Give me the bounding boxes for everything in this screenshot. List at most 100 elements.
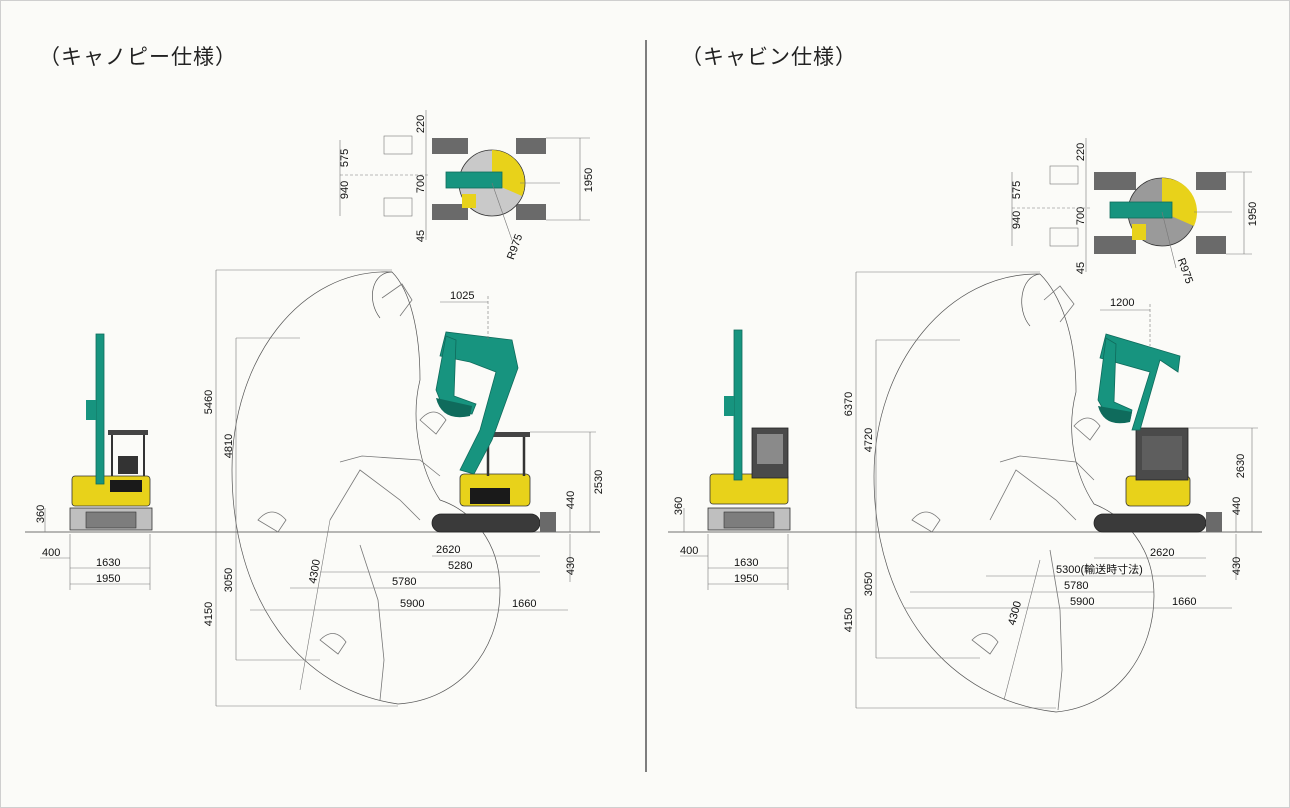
canopy-ghost-arm-low xyxy=(329,469,421,521)
cabin-side-4300: 4300 xyxy=(1006,600,1024,627)
canopy-front-seat xyxy=(118,456,138,474)
cabin-side-2630: 2630 xyxy=(1235,454,1247,478)
canopy-side-3050: 3050 xyxy=(223,568,235,592)
canopy-side-5780: 5780 xyxy=(392,576,416,588)
canopy-side-1660: 1660 xyxy=(512,598,536,610)
canopy-front-1630: 1630 xyxy=(96,557,120,569)
canopy-front-boom xyxy=(95,333,105,485)
canopy-side-1025: 1025 xyxy=(450,290,474,302)
canopy-top-track-bl xyxy=(432,204,468,220)
canopy-side-5280: 5280 xyxy=(448,560,472,572)
canopy-top-bucket-upper xyxy=(383,135,413,155)
canopy-title: （キャノピー仕様） xyxy=(39,45,237,69)
cabin-front-400: 400 xyxy=(680,545,698,557)
cabin-top-575: 575 xyxy=(1011,181,1023,199)
canopy-front-grille xyxy=(110,480,142,492)
canopy-front-360: 360 xyxy=(35,505,47,523)
canopy-side-430: 430 xyxy=(565,557,577,575)
cabin-front-boom xyxy=(733,329,743,481)
cabin-top-bucket-upper xyxy=(1049,165,1079,185)
canopy-top-step xyxy=(462,194,476,208)
cabin-top-220: 220 xyxy=(1075,143,1087,161)
canopy-side-2530: 2530 xyxy=(593,470,605,494)
canopy-side-roof xyxy=(482,432,530,437)
cabin-front-360: 360 xyxy=(673,497,685,515)
cabin-side-2620: 2620 xyxy=(1150,547,1174,559)
canopy-top-boom xyxy=(445,171,503,189)
cabin-top-view: 220 575 940 700 45 1950 R975 xyxy=(1011,138,1259,285)
cabin-working-envelope xyxy=(873,273,1155,713)
canopy-top-575: 575 xyxy=(339,149,351,167)
cabin-front-1630: 1630 xyxy=(734,557,758,569)
cabin-top-940: 940 xyxy=(1011,211,1023,229)
canopy-top-bucket-lower xyxy=(383,197,413,217)
canopy-side-engine xyxy=(470,488,510,504)
canopy-front-view: 360 400 1630 1950 xyxy=(35,333,153,590)
cabin-front-body xyxy=(709,473,789,505)
canopy-side-view: 5460 4150 4810 3050 1025 2530 440 430 26… xyxy=(203,269,605,707)
canopy-working-envelope xyxy=(231,271,501,705)
cabin-top-track-tl xyxy=(1094,172,1136,190)
cabin-side-4720: 4720 xyxy=(863,428,875,452)
cabin-side-view: 6370 4150 4720 3050 1200 2630 440 430 26… xyxy=(843,271,1258,713)
canopy-front-cylinder xyxy=(86,400,96,420)
canopy-side-bucket xyxy=(436,398,472,418)
cabin-panel: 360 400 1630 1950 220 575 940 xyxy=(668,138,1262,713)
cabin-top-1950: 1950 xyxy=(1247,202,1259,226)
cabin-side-track xyxy=(1093,513,1207,533)
canopy-side-4150: 4150 xyxy=(203,602,215,626)
cabin-side-6370: 6370 xyxy=(843,392,855,416)
canopy-top-track-br xyxy=(516,204,546,220)
canopy-top-1950: 1950 xyxy=(583,168,595,192)
cabin-side-4150: 4150 xyxy=(843,608,855,632)
cabin-side-body xyxy=(1125,475,1191,507)
canopy-side-4810: 4810 xyxy=(223,434,235,458)
canopy-side-5460: 5460 xyxy=(203,390,215,414)
cabin-title: （キャビン仕様） xyxy=(681,45,857,69)
canopy-top-700: 700 xyxy=(415,175,427,193)
cabin-front-1950: 1950 xyxy=(734,573,758,585)
canopy-side-blade xyxy=(540,512,556,532)
cabin-top-700: 700 xyxy=(1075,207,1087,225)
canopy-top-220: 220 xyxy=(415,115,427,133)
cabin-top-track-bl xyxy=(1094,236,1136,254)
canopy-side-track xyxy=(431,513,541,533)
canopy-top-45: 45 xyxy=(415,230,427,242)
canopy-front-1950: 1950 xyxy=(96,573,120,585)
canopy-side-5900: 5900 xyxy=(400,598,424,610)
canopy-side-arm xyxy=(435,335,477,415)
cabin-side-3050: 3050 xyxy=(863,572,875,596)
cabin-top-bucket-lower xyxy=(1049,227,1079,247)
cabin-top-boom xyxy=(1109,201,1173,219)
cabin-top-track-br xyxy=(1196,236,1226,254)
cabin-side-440: 440 xyxy=(1231,497,1243,515)
canopy-top-r975: R975 xyxy=(505,233,525,262)
canopy-front-roof xyxy=(108,430,148,435)
canopy-side-440: 440 xyxy=(565,491,577,509)
cabin-side-5900: 5900 xyxy=(1070,596,1094,608)
canopy-top-940: 940 xyxy=(339,181,351,199)
canopy-ghost-arm-top xyxy=(381,283,413,317)
canopy-ghost-arm-deep xyxy=(359,544,385,701)
cabin-front-view: 360 400 1630 1950 xyxy=(673,329,791,590)
cabin-side-1200: 1200 xyxy=(1110,297,1134,309)
canopy-top-track-tl xyxy=(432,138,468,154)
canopy-top-view: 220 575 940 700 45 1950 R975 xyxy=(339,110,595,261)
canopy-top-track-tr xyxy=(516,138,546,154)
cabin-side-5300: 5300(輸送時寸法) xyxy=(1056,562,1143,576)
cabin-side-bucket xyxy=(1098,406,1132,424)
cabin-side-5780: 5780 xyxy=(1064,580,1088,592)
cabin-side-boom xyxy=(1099,333,1181,431)
canopy-side-4300: 4300 xyxy=(307,558,323,584)
canopy-front-400: 400 xyxy=(42,547,60,559)
cabin-top-r975: R975 xyxy=(1175,257,1195,286)
cabin-side-blade xyxy=(1206,512,1222,532)
canopy-panel: 360 400 1630 1950 220 xyxy=(25,110,605,707)
canopy-side-boom xyxy=(439,331,519,475)
cabin-side-430: 430 xyxy=(1231,557,1243,575)
canopy-ghost-boom-mid xyxy=(339,455,441,477)
cabin-top-45: 45 xyxy=(1075,262,1087,274)
canopy-front-undercarriage xyxy=(85,511,137,529)
canopy-side-2620: 2620 xyxy=(436,544,460,556)
